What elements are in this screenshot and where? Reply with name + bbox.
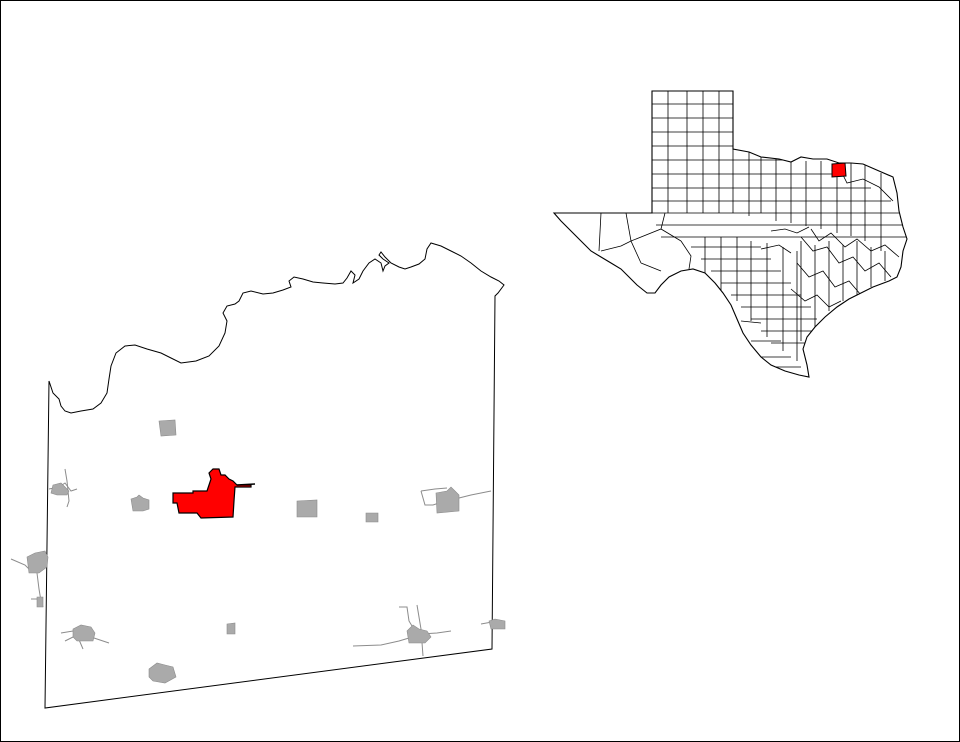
highlighted-place-area (172, 468, 252, 519)
place-area (296, 499, 318, 518)
road (420, 487, 448, 492)
place-area (365, 512, 379, 523)
place-area (148, 662, 177, 684)
place-area (226, 622, 236, 635)
place-area (130, 494, 150, 512)
place-area (36, 596, 44, 608)
place-area (50, 482, 70, 496)
place-area (26, 550, 49, 574)
place-area (435, 486, 460, 514)
county-map (10, 242, 506, 709)
highlighted-place-spur (236, 483, 256, 486)
place-area (158, 419, 177, 437)
state-inset-map (552, 90, 908, 378)
state-outline (552, 90, 908, 378)
inset-county-lines (598, 91, 906, 368)
place-area (488, 618, 506, 630)
place-area (72, 624, 96, 642)
place-area (406, 624, 432, 644)
highlighted-place (172, 468, 256, 519)
other-places (26, 419, 506, 684)
highlighted-county (831, 162, 847, 178)
county-outline (44, 242, 505, 709)
